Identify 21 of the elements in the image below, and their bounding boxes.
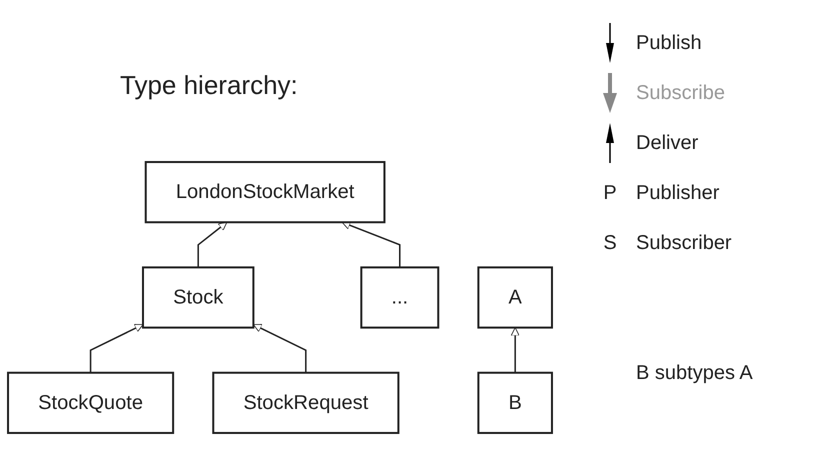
arrow bbox=[253, 324, 307, 373]
node-box: StockRequest bbox=[212, 372, 400, 434]
legend-text: Publish bbox=[636, 32, 702, 54]
node-box: ... bbox=[360, 266, 440, 329]
node-box: A bbox=[477, 266, 553, 329]
arrow bbox=[510, 327, 520, 373]
node-box: StockQuote bbox=[7, 372, 174, 434]
node-box: B bbox=[477, 372, 553, 434]
legend-text: Publisher bbox=[636, 182, 720, 204]
legend-text: B subtypes A bbox=[636, 362, 753, 384]
symbol-letter: S bbox=[603, 232, 617, 254]
arrow bbox=[197, 222, 228, 268]
legend-text: Subscribe bbox=[636, 82, 725, 104]
node-box: LondonStockMarket bbox=[144, 161, 386, 224]
arrow bbox=[90, 324, 144, 373]
arrow bbox=[342, 221, 401, 268]
diagram-title: Type hierarchy: bbox=[120, 70, 298, 101]
node-box: Stock bbox=[142, 266, 254, 329]
legend-text: Deliver bbox=[636, 132, 698, 154]
legend-text: Subscriber bbox=[636, 232, 732, 254]
symbol-letter: P bbox=[603, 182, 617, 204]
